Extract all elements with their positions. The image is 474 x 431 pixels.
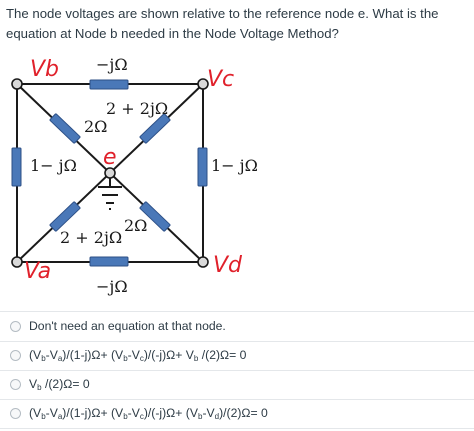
node-c: [197, 78, 209, 90]
option-divider: [0, 370, 474, 371]
resistor-top: [89, 79, 129, 90]
impedance-label-d-e: 2Ω: [124, 216, 147, 235]
answer-option-text: (Vb-Va)/(1-j)Ω+ (Vb-Vc)/(-j)Ω+ (Vb-Vd)/(…: [29, 405, 268, 421]
resistor-bottom: [89, 256, 129, 267]
impedance-label-a-e: 2 + 2jΩ: [60, 228, 122, 247]
option-divider: [0, 399, 474, 400]
node-b: [11, 78, 23, 90]
impedance-label-bottom: −jΩ: [96, 277, 128, 296]
option-divider: [0, 311, 474, 312]
impedance-label-b-e: 2Ω: [84, 117, 107, 136]
answer-option-3[interactable]: Vb /(2)Ω= 0: [10, 372, 90, 396]
answer-option-text: (Vb-Va)/(1-j)Ω+ (Vb-Vc)/(-j)Ω+ Vb /(2)Ω=…: [29, 347, 247, 363]
resistor-left: [11, 147, 22, 187]
resistor-a-e: [49, 201, 81, 232]
node-label-d: Vd: [213, 253, 243, 278]
answer-option-text: Don't need an equation at that node.: [29, 319, 226, 333]
circuit-diagram: Vb Vc Va Vd e −jΩ −jΩ 1− jΩ 1− jΩ 2Ω 2 +…: [11, 55, 258, 296]
resistor-c-e: [139, 113, 171, 144]
answer-option-2[interactable]: (Vb-Va)/(1-j)Ω+ (Vb-Vc)/(-j)Ω+ Vb /(2)Ω=…: [10, 343, 246, 367]
radio-button[interactable]: [10, 378, 21, 390]
option-divider: [0, 428, 474, 429]
impedance-label-left: 1− jΩ: [30, 156, 77, 175]
question-text: The node voltages are shown relative to …: [6, 6, 439, 41]
node-label-c: Vc: [207, 67, 234, 92]
resistor-d-e: [139, 201, 171, 232]
resistor-right: [197, 147, 208, 187]
node-e: [104, 167, 116, 179]
option-divider: [0, 341, 474, 342]
node-a: [11, 256, 23, 268]
impedance-label-right: 1− jΩ: [211, 156, 258, 175]
radio-button[interactable]: [10, 407, 21, 419]
node-label-e: e: [103, 145, 117, 170]
answer-option-1[interactable]: Don't need an equation at that node.: [10, 314, 226, 338]
ground-icon: [98, 186, 122, 210]
node-label-b: Vb: [30, 57, 59, 82]
radio-button[interactable]: [10, 320, 21, 332]
resistor-b-e: [49, 113, 81, 144]
node-d: [197, 256, 209, 268]
impedance-label-c-e: 2 + 2jΩ: [106, 99, 168, 118]
answer-option-text: Vb /(2)Ω= 0: [29, 376, 90, 392]
radio-button[interactable]: [10, 349, 21, 361]
impedance-label-top: −jΩ: [96, 55, 128, 74]
node-label-a: Va: [24, 259, 51, 284]
answer-option-4[interactable]: (Vb-Va)/(1-j)Ω+ (Vb-Vc)/(-j)Ω+ (Vb-Vd)/(…: [10, 401, 268, 425]
